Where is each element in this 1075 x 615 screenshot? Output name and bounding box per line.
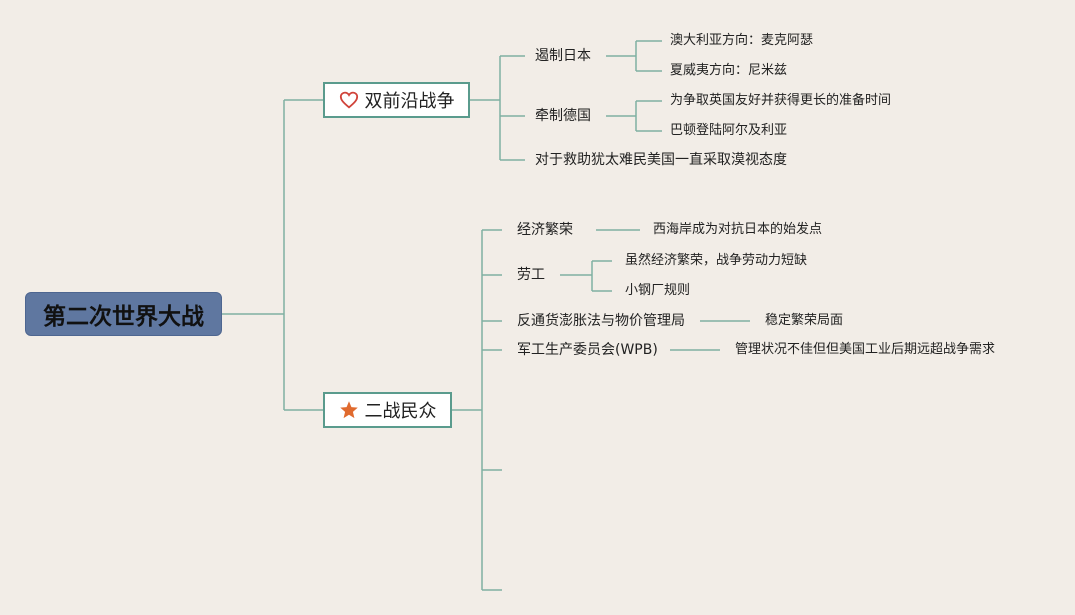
branch-label: 双前沿战争 xyxy=(364,91,455,112)
leaf-australia-direction[interactable]: 澳大利亚方向：麦克阿瑟 xyxy=(670,33,814,48)
branch-node-wartime-public[interactable]: 二战民众 xyxy=(323,392,452,428)
subtopic-war-production-board[interactable]: 军工生产委员会(WPB) xyxy=(517,342,658,358)
leaf-labor-shortage[interactable]: 虽然经济繁荣，战争劳动力短缺 xyxy=(625,253,808,268)
subtopic-labor[interactable]: 劳工 xyxy=(517,267,545,283)
branch-node-dual-front-war[interactable]: 双前沿战争 xyxy=(323,82,470,118)
root-node[interactable]: 第二次世界大战 xyxy=(25,292,222,336)
subtopic-contain-japan[interactable]: 遏制日本 xyxy=(535,48,591,64)
subtopic-jewish-refugees[interactable]: 对于救助犹太难民美国一直采取漠视态度 xyxy=(535,152,787,168)
leaf-little-steel-rule[interactable]: 小钢厂规则 xyxy=(625,283,691,298)
leaf-hawaii-direction[interactable]: 夏威夷方向：尼米兹 xyxy=(670,63,788,78)
leaf-patton-algeria[interactable]: 巴顿登陆阿尔及利亚 xyxy=(670,123,788,138)
leaf-wpb-outcome[interactable]: 管理状况不佳但但美国工业后期远超战争需求 xyxy=(735,342,996,357)
leaf-stabilize-prosperity[interactable]: 稳定繁荣局面 xyxy=(765,313,844,328)
subtopic-anti-inflation-act[interactable]: 反通货澎胀法与物价管理局 xyxy=(517,313,685,329)
subtopic-economic-boom[interactable]: 经济繁荣 xyxy=(517,222,573,238)
leaf-win-britain[interactable]: 为争取英国友好并获得更长的准备时间 xyxy=(670,93,892,108)
heart-icon xyxy=(339,90,359,110)
star-icon xyxy=(339,400,359,420)
leaf-west-coast[interactable]: 西海岸成为对抗日本的始发点 xyxy=(653,222,823,237)
subtopic-contain-germany[interactable]: 牵制德国 xyxy=(535,108,591,124)
branch-label: 二战民众 xyxy=(364,401,437,422)
